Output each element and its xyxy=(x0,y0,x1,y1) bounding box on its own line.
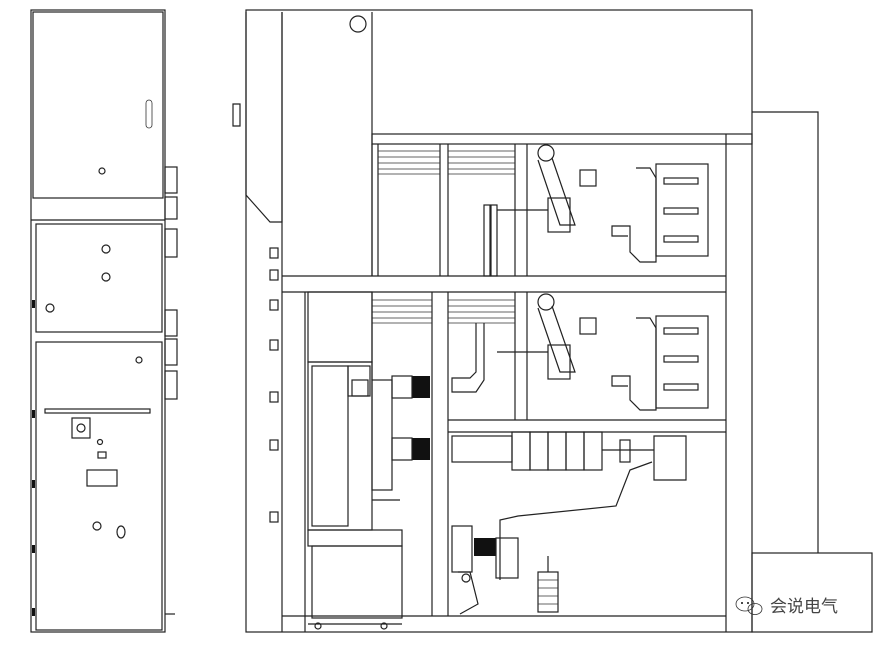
current-transformers xyxy=(451,431,687,481)
upper-bushing-bank xyxy=(611,163,709,263)
door-lock-icon xyxy=(98,167,106,175)
wechat-icon xyxy=(735,596,763,615)
front-cabinet-outline xyxy=(30,9,166,633)
front-middle-door xyxy=(35,223,163,333)
lifting-eye-icon xyxy=(349,15,367,33)
front-door-bar xyxy=(44,408,151,414)
surge-arrester xyxy=(537,556,559,613)
upper-busbar-bars xyxy=(378,150,515,175)
indicator-light-icon xyxy=(101,244,111,254)
indicator-light-icon xyxy=(101,272,111,282)
middle-bushing-bank xyxy=(611,315,709,411)
indicator-light-icon xyxy=(135,356,143,364)
side-cabinet-outline xyxy=(245,9,753,633)
door-handle-icon xyxy=(145,99,153,129)
circuit-breaker-truck xyxy=(307,361,430,630)
side-section-view xyxy=(232,9,873,633)
middle-busbar-bars xyxy=(372,299,515,324)
indicator-light-icon xyxy=(45,303,55,313)
operating-knob-icon xyxy=(92,521,102,531)
upper-disconnector xyxy=(497,144,597,233)
front-view xyxy=(30,9,178,633)
operating-knob-icon xyxy=(116,525,126,539)
watermark-text: 会说电气 xyxy=(770,597,838,617)
nameplate-window xyxy=(86,469,118,487)
rear-cable-box xyxy=(751,552,873,633)
front-lower-door xyxy=(35,341,163,631)
door-handle-icon xyxy=(232,103,241,127)
watermark: 会说电气 xyxy=(735,596,838,617)
middle-disconnector xyxy=(497,293,597,380)
earthing-switch xyxy=(451,461,653,615)
operating-hole-icon xyxy=(71,417,91,439)
front-top-door xyxy=(32,11,164,199)
